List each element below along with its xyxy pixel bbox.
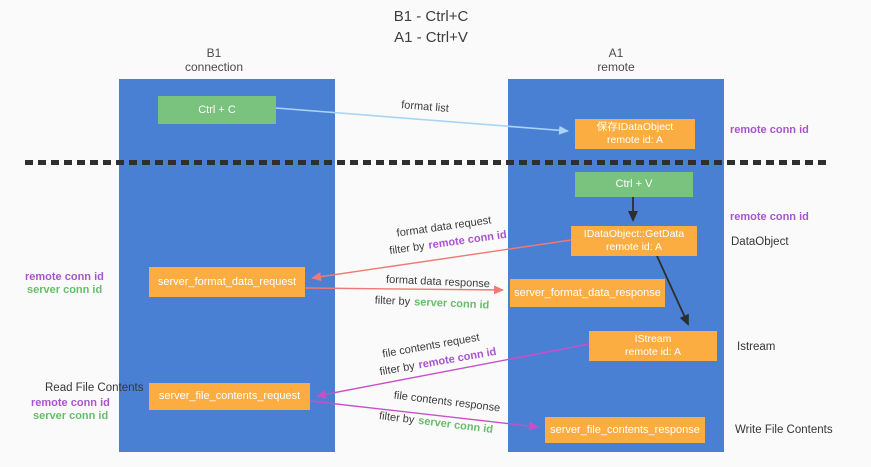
right-label-remote-conn-id-2: remote conn id (730, 211, 809, 223)
filter-key-server-conn-2: server conn id (417, 414, 494, 436)
filter-prefix-4: filter by (378, 410, 416, 427)
left-label-server-conn-id-1: server conn id (27, 284, 103, 296)
server-format-data-request-label: server_format_data_request (157, 276, 297, 288)
title-line-2: A1 - Ctrl+V (394, 29, 468, 46)
arrow-label-file-contents-response: file contents response (393, 389, 501, 415)
diagram-title: B1 - Ctrl+C A1 - Ctrl+V (296, 6, 566, 48)
filter-prefix-2: filter by (374, 294, 411, 309)
right-label-istream: Istream (737, 341, 776, 353)
node-save-idataobject-line2: remote id: A (606, 134, 664, 146)
node-server-format-data-request: server_format_data_request (149, 267, 305, 297)
filter-prefix-1: filter by (388, 240, 426, 258)
left-label-read-file-contents: Read File Contents (45, 382, 144, 394)
right-label-remote-conn-id-1: remote conn id (730, 124, 809, 136)
lane-a1-title: A1 (608, 46, 624, 60)
lane-b1-subtitle: connection (184, 60, 244, 74)
node-ctrl-c-label: Ctrl + C (198, 104, 236, 116)
session-separator-dashed-line (25, 160, 831, 165)
right-label-dataobject: DataObject (731, 236, 789, 248)
right-label-write-file-contents: Write File Contents (735, 424, 833, 436)
node-server-file-contents-response: server_file_contents_response (545, 417, 705, 443)
node-getdata-line1: IDataObject::GetData (583, 228, 685, 240)
node-idataobject-getdata: IDataObject::GetData remote id: A (571, 226, 697, 256)
left-label-remote-conn-id-2: remote conn id (31, 397, 110, 409)
lane-b1-title: B1 (206, 46, 222, 60)
lane-header-b1: B1 connection (119, 46, 309, 74)
node-save-idataobject-line1: 保存IDataObject (596, 121, 674, 133)
node-getdata-line2: remote id: A (605, 241, 663, 253)
node-ctrl-v: Ctrl + V (575, 172, 693, 197)
node-istream-line2: remote id: A (624, 346, 682, 358)
node-save-idataobject: 保存IDataObject remote id: A (575, 119, 695, 149)
node-ctrl-v-label: Ctrl + V (615, 178, 653, 190)
title-line-1: B1 - Ctrl+C (393, 8, 469, 25)
lane-header-a1: A1 remote (508, 46, 724, 74)
node-istream: IStream remote id: A (589, 331, 717, 361)
left-label-server-conn-id-2: server conn id (33, 410, 109, 422)
filter-prefix-3: filter by (378, 360, 416, 379)
filter-key-server-conn-1: server conn id (413, 296, 490, 312)
server-file-contents-response-label: server_file_contents_response (550, 424, 700, 436)
node-server-file-contents-request: server_file_contents_request (149, 383, 310, 410)
server-file-contents-request-label: server_file_contents_request (158, 390, 301, 402)
left-label-remote-conn-id-1: remote conn id (25, 271, 104, 283)
node-ctrl-c: Ctrl + C (158, 96, 276, 124)
arrow-label-format-list: format list (400, 99, 450, 115)
arrow-label-format-data-response: format data response (385, 273, 491, 291)
node-istream-line1: IStream (634, 333, 672, 345)
server-format-data-response-label: server_format_data_response (514, 287, 661, 299)
lane-a1-subtitle: remote (597, 60, 635, 74)
node-server-format-data-response: server_format_data_response (510, 279, 665, 307)
